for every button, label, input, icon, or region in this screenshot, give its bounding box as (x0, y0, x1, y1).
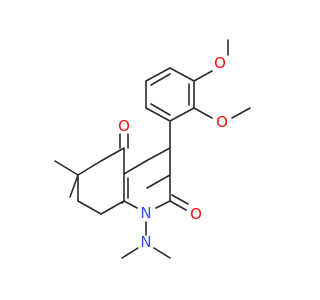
atom-nitrogen-dimethylamino: N (140, 233, 151, 251)
bond (193, 70, 213, 82)
bond (145, 147, 171, 162)
bond (54, 160, 79, 176)
bond (100, 200, 125, 215)
atom-oxygen-methoxy-top: O (214, 54, 226, 72)
atom-nitrogen-ring: N (140, 204, 151, 222)
bond (169, 200, 187, 211)
bond (69, 174, 79, 198)
bond-inner (150, 103, 171, 116)
bond (169, 67, 195, 82)
bond (153, 247, 171, 259)
bond (123, 200, 138, 209)
bond (171, 194, 189, 205)
bond (77, 200, 102, 215)
bond (145, 107, 171, 122)
bond (123, 160, 147, 175)
atom-oxygen-ketone: O (118, 117, 130, 135)
bond (77, 160, 102, 176)
bond (145, 67, 171, 82)
atom-oxygen-methoxy-mid: O (216, 113, 228, 131)
atom-oxygen-lactam: O (190, 205, 202, 223)
atom-labels: O O O O N N (118, 54, 228, 251)
bond (121, 247, 139, 259)
bond-lines (54, 39, 251, 259)
bond (100, 147, 125, 162)
bond (193, 107, 213, 119)
bond (169, 107, 195, 122)
bond-inner (150, 73, 171, 86)
bond (146, 174, 171, 189)
molecule-structure-diagram: O O O O N N (54, 39, 251, 259)
bond (231, 107, 251, 119)
bond (155, 200, 171, 209)
